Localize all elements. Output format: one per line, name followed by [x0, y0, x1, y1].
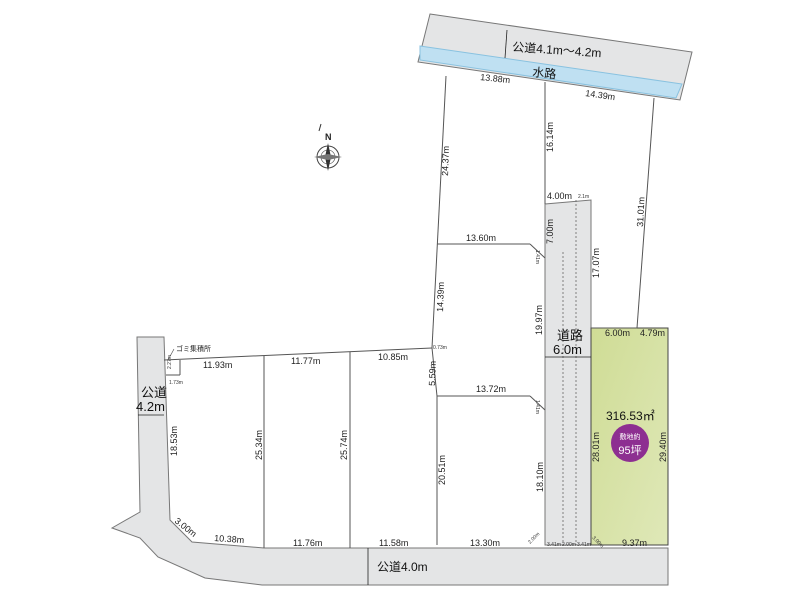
dim-4-79: 4.79m: [640, 328, 665, 338]
dim-14-39-left: 14.39m: [435, 282, 446, 312]
dim-11-58: 11.58m: [379, 538, 408, 548]
dim-29-40: 29.40m: [658, 432, 668, 462]
dim-6-00: 6.00m: [605, 328, 630, 338]
dim-11-93: 11.93m: [203, 360, 232, 370]
dim-2-00: 2.00m: [562, 542, 576, 548]
dim-10-38: 10.38m: [214, 533, 245, 545]
garbage-leader: [167, 348, 175, 361]
private-road: [544, 199, 592, 546]
dim-13-60: 13.60m: [466, 233, 496, 243]
dim-11-76: 11.76m: [293, 538, 322, 548]
dim-10-85: 10.85m: [378, 352, 408, 362]
dim-13-30: 13.30m: [470, 538, 500, 548]
dim-2-1: 2.1m: [578, 194, 589, 200]
dim-2-00-corner: 2.00m: [527, 531, 541, 545]
waterway-label: 水路: [532, 64, 557, 81]
lot-area: 316.53㎡: [606, 409, 655, 423]
lot-badge-value: 95坪: [618, 444, 641, 457]
road-left: [110, 336, 669, 586]
dim-11-77: 11.77m: [291, 356, 320, 366]
road-left-width: 4.2m: [136, 399, 165, 414]
dim-31-01: 31.01m: [635, 197, 647, 228]
dim-25-34: 25.34m: [254, 430, 264, 460]
dim-28-01: 28.01m: [591, 432, 601, 462]
waterway: [419, 45, 683, 99]
dim-9-37: 9.37m: [622, 538, 647, 548]
road-top-width-arrow: [504, 29, 508, 59]
dim-top-14-39: 14.39m: [585, 88, 616, 102]
dim-7-00: 7.00m: [545, 219, 555, 244]
dim-top-13-88: 13.88m: [480, 72, 511, 85]
dim-24-37: 24.37m: [440, 146, 451, 176]
private-road-label: 道路: [557, 328, 583, 343]
dim-1-73: 1.73m: [169, 380, 183, 386]
north-compass: N: [314, 123, 342, 171]
dim-1-41-a: 1.41m: [534, 250, 540, 264]
dim-0-73: 0.73m: [433, 345, 447, 351]
dim-1-41-b: 1.41m: [534, 400, 540, 414]
dim-17-07: 17.07m: [591, 248, 601, 278]
dim-19-97: 19.97m: [534, 305, 544, 335]
lot-badge-label: 敷地約: [620, 432, 641, 441]
road-top-label: 公道4.1m〜4.2m: [512, 40, 602, 60]
dim-16-14: 16.14m: [545, 122, 555, 152]
dimension-labels: 13.88m 14.39m 24.37m 16.14m 31.01m 4.00m…: [167, 72, 668, 549]
dim-18-53: 18.53m: [169, 426, 179, 456]
dim-4-00: 4.00m: [547, 191, 572, 201]
garbage-area-label: ゴミ集積所: [176, 344, 211, 353]
dim-25-74: 25.74m: [339, 430, 349, 460]
lot-badge: [611, 424, 649, 462]
dim-3-41-b: 3.41m: [577, 542, 591, 548]
lot-lines: [163, 75, 655, 548]
road-left-label: 公道: [141, 385, 167, 400]
dim-2-27: 2.27m: [167, 355, 173, 369]
private-road-width: 6.0m: [553, 342, 582, 357]
dim-13-72: 13.72m: [476, 384, 506, 394]
dim-18-10: 18.10m: [535, 462, 545, 492]
road-bottom-label: 公道4.0m: [377, 560, 428, 574]
dim-3-41-a: 3.41m: [547, 542, 561, 548]
dim-5-59: 5.59m: [427, 361, 438, 386]
svg-text:N: N: [325, 132, 332, 142]
dim-20-51: 20.51m: [437, 455, 447, 485]
